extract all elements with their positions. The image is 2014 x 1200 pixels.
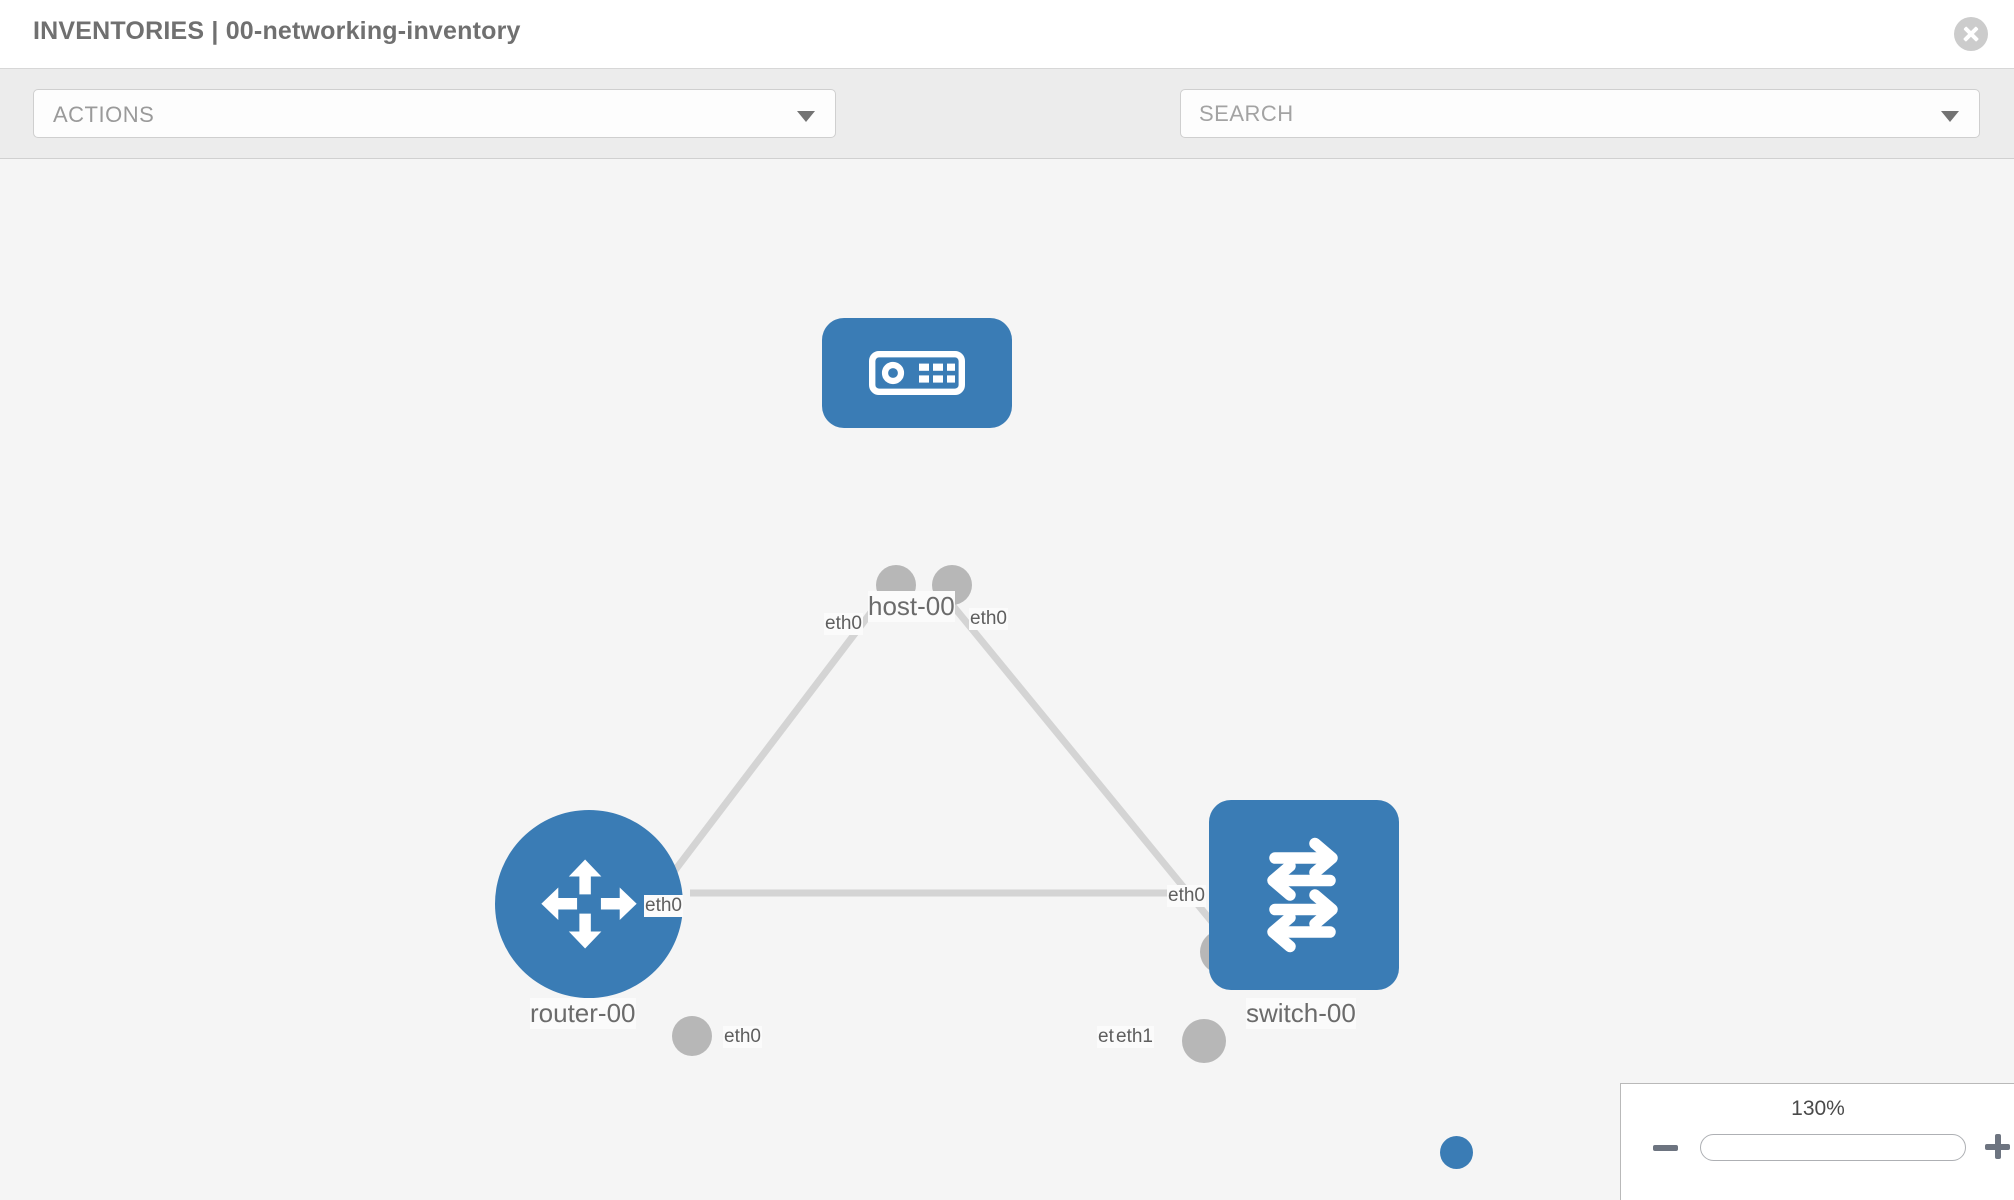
switch-00-shape[interactable]: [1209, 800, 1399, 990]
edge-label-host00-right: eth0: [969, 608, 1008, 630]
page-title: INVENTORIES | 00-networking-inventory: [33, 17, 521, 45]
switch-00-port-stub-left[interactable]: [1182, 1019, 1226, 1063]
zoom-control-panel: 130%: [1620, 1083, 2014, 1200]
router-00-label: router-00: [530, 998, 636, 1029]
search-input[interactable]: [1199, 90, 1919, 137]
topology-edges: [657, 587, 1238, 953]
switch-icon: [1267, 837, 1338, 953]
host-00-shape[interactable]: [822, 318, 1012, 428]
zoom-slider-thumb[interactable]: [1440, 1136, 1473, 1169]
chevron-down-icon: [797, 111, 815, 122]
edge-label-switch00-up: eth0: [1167, 885, 1206, 907]
router-00-port-stub-right[interactable]: [672, 1016, 712, 1056]
zoom-level-label: 130%: [1791, 1097, 1845, 1120]
server-icon: [869, 350, 965, 395]
search-box[interactable]: [1180, 89, 1980, 138]
host-00-label: host-00: [868, 591, 955, 622]
edge-host00-router00[interactable]: [657, 587, 891, 893]
toolbar: ACTIONS: [0, 69, 2014, 196]
edge-label-router00-up: eth0: [644, 895, 683, 917]
zoom-out-button[interactable]: [1653, 1145, 1678, 1151]
zoom-in-button[interactable]: [1985, 1134, 2010, 1159]
close-icon[interactable]: [1954, 17, 1988, 51]
edge-label-switch00-eth1: eth1: [1115, 1026, 1154, 1048]
page-header: INVENTORIES | 00-networking-inventory: [0, 0, 2014, 69]
edge-label-router00-right: eth0: [723, 1026, 762, 1048]
router-icon: [541, 859, 637, 949]
switch-00-label: switch-00: [1246, 998, 1356, 1029]
chevron-down-icon[interactable]: [1941, 111, 1959, 122]
actions-dropdown-label: ACTIONS: [53, 102, 155, 127]
topology-canvas[interactable]: host-00 router-00: [0, 160, 2014, 1200]
zoom-slider-track[interactable]: [1700, 1134, 1966, 1161]
actions-dropdown[interactable]: ACTIONS: [33, 89, 836, 138]
edge-label-host00-left: eth0: [824, 613, 863, 635]
